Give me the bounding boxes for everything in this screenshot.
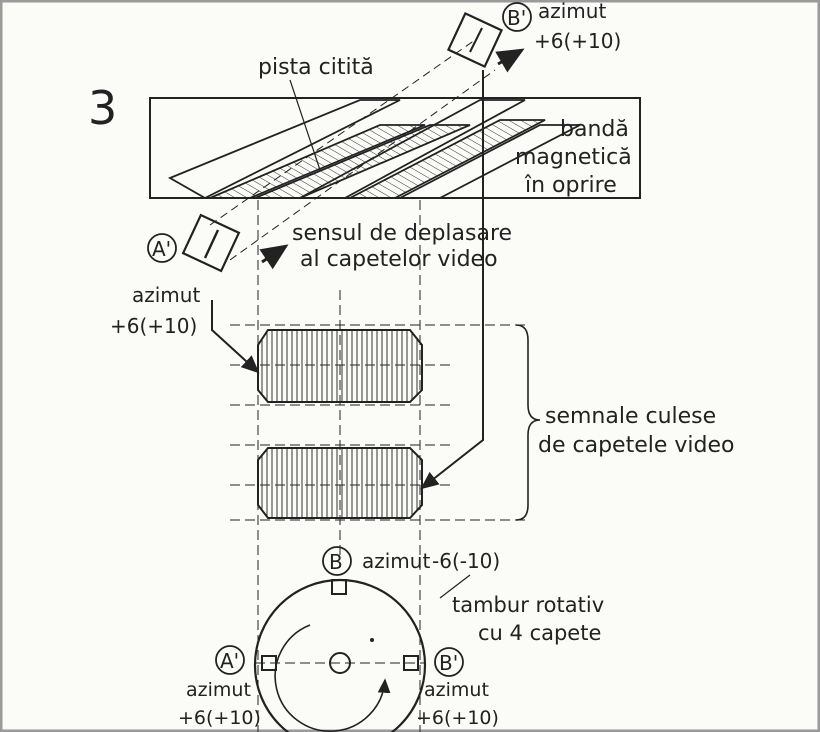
lead-line-a-prime <box>211 300 260 374</box>
figure-number: 3 <box>88 81 117 135</box>
drum-label-pointer <box>439 574 471 599</box>
azimut-b-value: -6(-10) <box>432 549 500 573</box>
drum-b-prime-label: B' <box>439 651 458 675</box>
drum-a-prime-label: A' <box>220 649 239 673</box>
arrow-top <box>495 48 525 73</box>
drum-b-prime-circle <box>434 647 464 677</box>
head-b-label: B <box>329 550 343 574</box>
direction-label-1: sensul de deplasare <box>292 221 512 246</box>
head-path-lower <box>229 69 496 261</box>
signals-label-2: de capetele video <box>538 433 734 458</box>
track-read-label: pista citită <box>258 55 374 80</box>
azimut-left-word: azimut <box>132 283 200 307</box>
tape-label-1: bandă <box>560 117 629 142</box>
head-path-upper <box>209 39 476 226</box>
drum-head-b-prime <box>403 655 419 671</box>
azimut-top-value: +6(+10) <box>534 29 621 53</box>
drum-head-a-prime <box>261 655 277 671</box>
tape-label-3: în oprire <box>524 173 617 198</box>
drum-label-2: cu 4 capete <box>478 621 601 645</box>
rotating-drum <box>253 578 427 732</box>
direction-label-2: al capetelor video <box>300 247 498 272</box>
azimut-drum-left-value: +6(+10) <box>178 707 261 729</box>
azimut-b-word: azimut <box>362 549 430 573</box>
signals-label-1: semnale culese <box>545 404 716 429</box>
drum-head-b <box>331 579 347 595</box>
head-a-prime-left-label: A' <box>152 237 171 261</box>
azimut-drum-left-word: azimut <box>186 679 251 701</box>
tape-label-2: magnetică <box>515 145 632 170</box>
head-b-prime-top <box>446 11 504 69</box>
signal-envelope-1 <box>257 329 423 403</box>
azimut-top-word: azimut <box>538 0 606 23</box>
head-a-prime-left-circle <box>147 233 177 263</box>
arrow-left <box>259 244 289 270</box>
signal-envelope-2 <box>257 447 423 519</box>
drum-rotation-arrow <box>274 624 391 732</box>
head-b-circle <box>322 546 352 576</box>
drum-a-prime-circle <box>215 645 245 675</box>
head-b-prime-top-circle <box>502 2 532 32</box>
azimut-drum-right-word: azimut <box>424 679 489 701</box>
drum-label-1: tambur rotativ <box>452 593 604 617</box>
head-a-prime-left <box>181 213 241 273</box>
track-read-pointer <box>289 79 321 171</box>
azimut-left-value: +6(+10) <box>110 314 197 338</box>
signals-brace <box>515 324 541 521</box>
drum-center-dot <box>370 638 374 642</box>
head-b-prime-top-label: B' <box>507 6 526 30</box>
lead-line-b-prime <box>420 70 484 490</box>
azimut-drum-right-value: +6(+10) <box>416 707 499 729</box>
